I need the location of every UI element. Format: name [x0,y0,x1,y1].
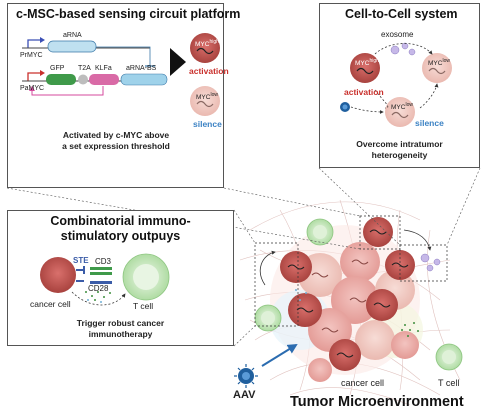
gene-arna-bs-label: aRNA-BS [126,65,157,72]
gene-klfa-label: KLFa [95,65,112,72]
exosome-label: exosome [381,30,414,39]
panel-cell-to-cell [319,3,480,168]
c2c-myc-high-label: MYChigh [355,58,379,68]
aav-label: AAV [233,389,256,401]
c2c-activation-label: activation [344,87,384,97]
aav-virus-icon [234,364,258,388]
c2c-silence-label: silence [415,118,444,128]
activation-label: activation [189,66,229,76]
immuno-title: Combinatorial immuno- stimulatory outpuy… [50,214,191,243]
main-cancer-cell-label: cancer cell [341,378,385,388]
c2c-myc-low2-label: MYClow [391,102,413,112]
cd3-label: CD3 [95,257,112,266]
main-t-cell-label: T cell [438,378,460,388]
t-cells [254,218,463,371]
myc-low-label: MYClow [196,92,218,102]
gene-arna-label: aRNA [63,32,82,39]
cancer-cell-label: cancer cell [30,299,71,309]
tumor-microenvironment-title: Tumor Microenvironment [290,394,464,410]
immuno-caption: Trigger robust cancer immunotherapy [76,318,165,339]
t-cell-label: T cell [133,301,154,311]
promoter-prmyc-label: PrMYC [20,52,43,59]
gene-gfp-label: GFP [50,65,65,72]
gene-t2a-label: T2A [78,65,91,72]
sensing-panel-title: c-MSC-based sensing circuit platform [16,7,241,21]
cell-to-cell-title: Cell-to-Cell system [345,7,458,21]
myc-high-label: MYChigh [195,39,219,49]
c2c-caption: Overcome intratumor heterogeneity [356,139,443,160]
silence-label: silence [193,119,222,129]
panel-sensing-circuit [7,3,224,188]
c2c-myc-low-label: MYClow [428,58,450,68]
cd28-label: CD28 [88,284,109,293]
sensing-caption: Activated by c-MYC above a set expressio… [62,130,170,151]
ste-label: STE [73,256,89,265]
promoter-pamyc-label: PaMYC [20,85,45,92]
